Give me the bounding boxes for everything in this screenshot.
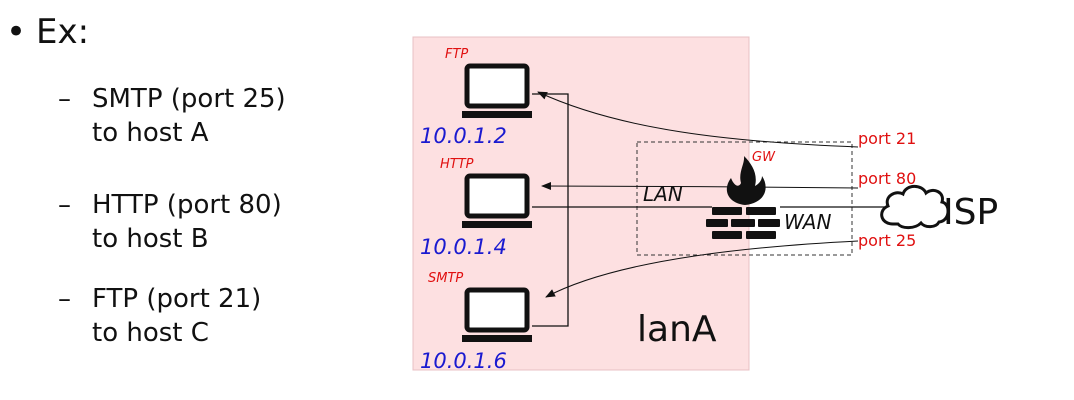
bullet-dot: • xyxy=(6,12,27,52)
sub-bullet-dash: – xyxy=(58,190,71,220)
lan-bus xyxy=(532,93,712,327)
computer-icon xyxy=(462,287,532,342)
sub-bullet-dash: – xyxy=(58,84,71,114)
sub-bullet-line1: SMTP (port 25) xyxy=(92,84,286,114)
gateway-box xyxy=(636,141,853,256)
forward-arrow-port-80 xyxy=(541,182,859,191)
network-label: lanA xyxy=(637,309,717,350)
bullet-list: •Ex: – SMTP (port 25) to host A – HTTP (p… xyxy=(0,0,390,400)
sub-bullet-line2: to host A xyxy=(92,118,209,148)
forward-arrow-port-25 xyxy=(545,240,859,298)
main-bullet-text: Ex: xyxy=(36,12,90,52)
firewall-icon xyxy=(706,156,780,239)
sub-bullet-line2: to host B xyxy=(92,224,209,254)
port-label: port 21 xyxy=(858,129,916,148)
host-service-label: SMTP xyxy=(428,271,463,286)
main-bullet: •Ex: xyxy=(6,12,89,52)
isp-label: ISP xyxy=(943,192,998,233)
host-ip-label: 10.0.1.6 xyxy=(420,349,507,373)
lan-label: LAN xyxy=(643,182,683,206)
port-label: port 80 xyxy=(858,169,916,188)
sub-bullet-line2: to host C xyxy=(92,318,209,348)
forward-arrow-port-21 xyxy=(537,91,859,148)
host-ip-label: 10.0.1.2 xyxy=(420,124,507,148)
host-service-label: HTTP xyxy=(440,157,474,172)
sub-bullet-dash: – xyxy=(58,284,71,314)
cloud-icon xyxy=(880,184,950,230)
host-ip-label: 10.0.1.4 xyxy=(420,235,507,259)
wan-label: WAN xyxy=(784,210,831,234)
sub-bullet-line1: FTP (port 21) xyxy=(92,284,262,314)
port-label: port 25 xyxy=(858,231,916,250)
computer-icon xyxy=(462,173,532,228)
sub-bullet-line1: HTTP (port 80) xyxy=(92,190,282,220)
host-service-label: FTP xyxy=(445,47,468,62)
gateway-label: GW xyxy=(752,150,776,165)
computer-icon xyxy=(462,63,532,118)
